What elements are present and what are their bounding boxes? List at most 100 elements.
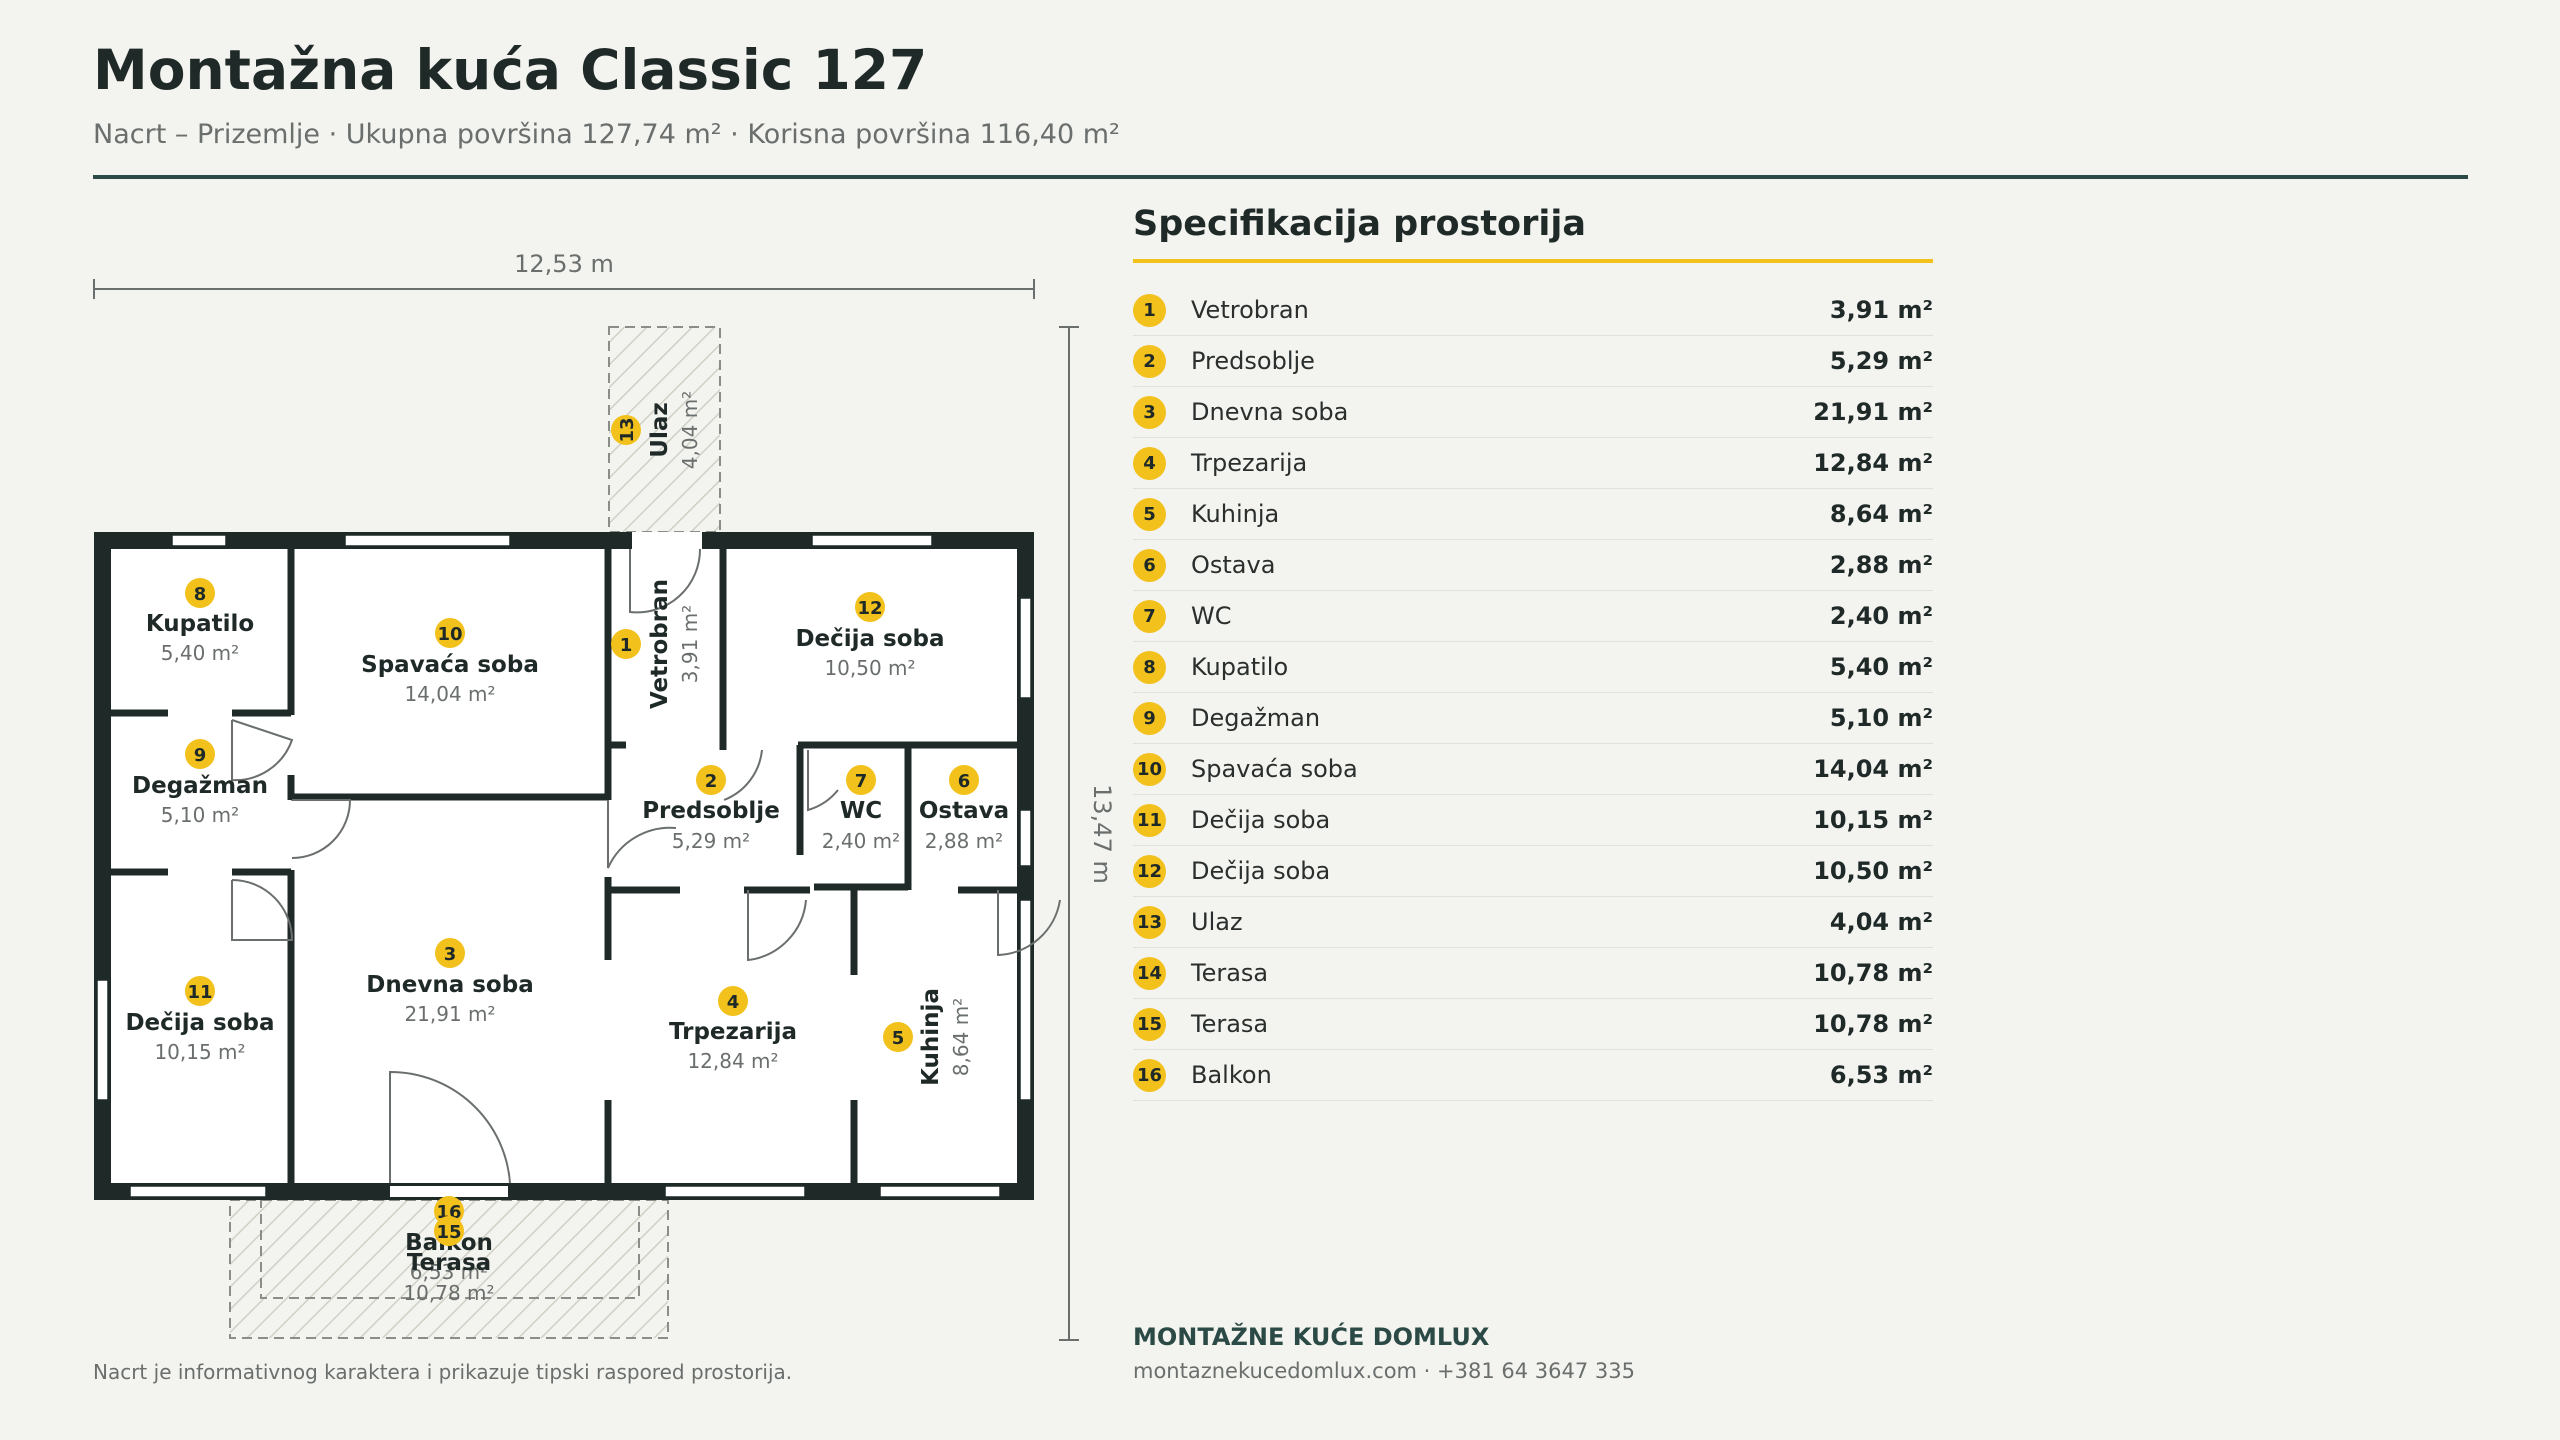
svg-text:Kuhinja: Kuhinja xyxy=(918,988,944,1086)
room-name: Kupatilo xyxy=(1191,653,1289,681)
room-name: Terasa xyxy=(1191,959,1269,987)
room-number-badge: 3 xyxy=(1133,395,1166,429)
svg-text:Predsoblje: Predsoblje xyxy=(642,798,780,824)
svg-text:7: 7 xyxy=(855,771,868,792)
svg-text:Dnevna soba: Dnevna soba xyxy=(366,972,533,998)
room-number-badge: 4 xyxy=(1133,446,1166,480)
svg-text:5,40 m²: 5,40 m² xyxy=(161,641,239,665)
svg-text:5,10 m²: 5,10 m² xyxy=(161,803,239,827)
room-label-trpezarija: 4 Trpezarija 12,84 m² xyxy=(669,986,797,1073)
spec-row: 11 Dečija soba 10,15 m² xyxy=(1133,795,1933,846)
room-number-badge: 8 xyxy=(1133,650,1166,684)
svg-text:3: 3 xyxy=(444,944,457,965)
room-area: 3,91 m² xyxy=(1829,296,1933,324)
svg-text:2,40 m²: 2,40 m² xyxy=(822,829,900,853)
svg-text:15: 15 xyxy=(436,1222,461,1243)
svg-text:Terasa: Terasa xyxy=(407,1250,491,1276)
room-number-badge: 12 xyxy=(1133,854,1166,888)
room-number-badge: 13 xyxy=(1133,905,1166,939)
svg-text:4,04 m²: 4,04 m² xyxy=(678,391,702,469)
room-number-badge: 11 xyxy=(1133,803,1166,837)
room-name: Ostava xyxy=(1191,551,1276,579)
svg-text:Kupatilo: Kupatilo xyxy=(146,611,254,637)
floor-plan: 12,53 m 13,47 m xyxy=(93,250,1116,1341)
svg-text:13: 13 xyxy=(617,417,638,442)
svg-text:10: 10 xyxy=(437,624,462,645)
svg-text:Ostava: Ostava xyxy=(919,798,1009,824)
room-number-badge: 14 xyxy=(1133,956,1166,990)
svg-text:Dečija soba: Dečija soba xyxy=(125,1010,274,1036)
spec-row: 1 Vetrobran 3,91 m² xyxy=(1133,285,1933,336)
room-name: Dečija soba xyxy=(1191,806,1331,834)
svg-text:10,15 m²: 10,15 m² xyxy=(154,1040,245,1064)
room-area: 8,64 m² xyxy=(1829,500,1933,528)
spec-title-underline xyxy=(1133,259,1933,263)
dimension-height-label: 13,47 m xyxy=(1088,784,1116,884)
spec-title: Specifikacija prostorija xyxy=(1133,204,1586,244)
room-label-ulaz: 13 Ulaz 4,04 m² xyxy=(611,391,702,469)
room-label-vetrobran: 1 Vetrobran 3,91 m² xyxy=(611,579,702,709)
dimension-height: 13,47 m xyxy=(1059,326,1116,1341)
svg-text:8: 8 xyxy=(194,584,207,605)
svg-text:1: 1 xyxy=(620,635,633,656)
svg-text:5: 5 xyxy=(892,1028,905,1049)
room-name: Terasa xyxy=(1191,1010,1269,1038)
balcony-area xyxy=(260,1199,640,1299)
svg-text:3,91 m²: 3,91 m² xyxy=(678,605,702,683)
room-label-decija-soba-12: 12 Dečija soba 10,50 m² xyxy=(795,592,945,680)
room-area: 12,84 m² xyxy=(1813,449,1933,477)
svg-text:Trpezarija: Trpezarija xyxy=(669,1019,797,1045)
house-interior xyxy=(94,532,1034,1200)
room-label-predsoblje: 2 Predsoblje 5,29 m² xyxy=(642,765,780,853)
room-name: Dečija soba xyxy=(1191,857,1331,885)
svg-text:6: 6 xyxy=(958,771,971,792)
phone-number[interactable]: +381 64 3647 335 xyxy=(1437,1359,1635,1383)
windows xyxy=(96,532,1032,1198)
room-label-degazman: 9 Degažman 5,10 m² xyxy=(132,739,268,827)
room-name: Vetrobran xyxy=(1191,296,1309,324)
room-name: WC xyxy=(1191,602,1232,630)
svg-text:Vetrobran: Vetrobran xyxy=(647,579,673,709)
room-number-badge: 9 xyxy=(1133,701,1166,735)
room-name: Spavaća soba xyxy=(1191,755,1358,783)
plan-footnote: Nacrt je informativnog karaktera i prika… xyxy=(93,1360,793,1384)
room-area: 10,15 m² xyxy=(1813,806,1933,834)
svg-text:10,50 m²: 10,50 m² xyxy=(824,656,915,680)
spec-row: 3 Dnevna soba 21,91 m² xyxy=(1133,387,1933,438)
svg-text:4: 4 xyxy=(727,992,740,1013)
svg-text:11: 11 xyxy=(187,982,212,1003)
website-link[interactable]: montaznekucedomlux.com xyxy=(1133,1359,1417,1383)
room-number-badge: 6 xyxy=(1133,548,1166,582)
svg-text:Degažman: Degažman xyxy=(132,773,268,799)
room-area: 5,29 m² xyxy=(1829,347,1933,375)
svg-text:14,04 m²: 14,04 m² xyxy=(404,682,495,706)
room-area: 14,04 m² xyxy=(1813,755,1933,783)
room-name: Kuhinja xyxy=(1191,500,1280,528)
svg-text:Ulaz: Ulaz xyxy=(647,402,673,457)
room-area: 10,78 m² xyxy=(1813,959,1933,987)
room-number-badge: 2 xyxy=(1133,344,1166,378)
brand-name: MONTAŽNE KUĆE DOMLUX xyxy=(1133,1323,1490,1351)
svg-text:Spavaća soba: Spavaća soba xyxy=(361,652,539,678)
svg-text:21,91 m²: 21,91 m² xyxy=(404,1002,495,1026)
room-name: Dnevna soba xyxy=(1191,398,1349,426)
room-number-badge: 1 xyxy=(1133,293,1166,327)
room-area: 10,78 m² xyxy=(1813,1010,1933,1038)
spec-row: 14 Terasa 10,78 m² xyxy=(1133,948,1933,999)
room-label-terasa: 15 Terasa 10,78 m² xyxy=(403,1216,495,1305)
svg-text:8,64 m²: 8,64 m² xyxy=(949,998,973,1076)
room-name: Balkon xyxy=(1191,1061,1272,1089)
room-area: 5,10 m² xyxy=(1829,704,1933,732)
room-area: 21,91 m² xyxy=(1813,398,1933,426)
room-label-dnevna-soba: 3 Dnevna soba 21,91 m² xyxy=(366,938,534,1026)
svg-text:2: 2 xyxy=(705,771,718,792)
room-label-spavaca-soba: 10 Spavaća soba 14,04 m² xyxy=(361,618,539,706)
